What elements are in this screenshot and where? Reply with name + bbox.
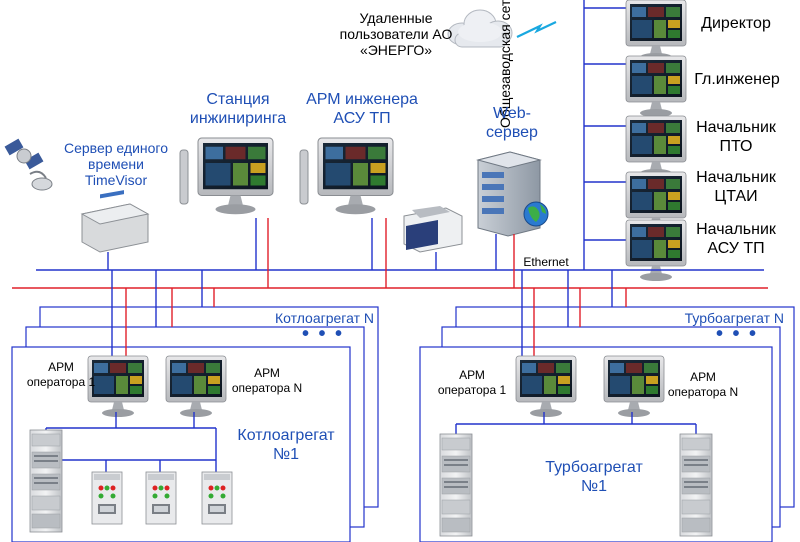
globe-icon [523,201,549,227]
user-chief-engineer-label: Гл.инженер [694,71,780,88]
web-server-label: Web- сервер [486,105,538,141]
engineer-workstation-icon [299,137,394,215]
turbine-unit-label: Турбоагрегат №1 [545,459,643,495]
boiler-unit-label: Котлоагрегат №1 [237,427,335,463]
user-head-asutp-label: Начальник АСУ ТП [696,221,776,257]
user-director-label: Директор [701,15,771,32]
monitor-head-pto-icon [625,115,687,178]
monitor-head-asutp-icon [625,219,687,282]
turbine-more-indicator: • • • [715,323,759,345]
printer-icon [403,206,463,253]
time-server-icon [80,190,150,270]
ethernet-label: Ethernet [523,255,569,269]
engineer-workstation-label: АРМ инженера АСУ ТП [306,91,418,127]
boiler-group-label: Котлоагрегат N [274,310,374,326]
wireless-link-icon [516,21,557,38]
boiler-cabinet-icon [29,429,63,533]
user-head-ctai-label: Начальник ЦТАИ [696,169,776,205]
monitor-director-icon [625,0,687,62]
boiler-panel-1-icon [91,471,123,525]
satellite-icon [4,138,53,191]
turbine-cabinet-left-icon [439,433,473,537]
boiler-panel-3-icon [201,471,233,525]
engineering-station-label: Станция инжиниринга [189,91,287,127]
remote-users-label: Удаленные пользователи АО «ЭНЕРГО» [339,10,453,58]
monitor-chief-engineer-icon [625,55,687,118]
boiler-panel-2-icon [145,471,177,525]
time-server-label: Сервер единого времени TimeVisor [64,140,168,188]
turbine-cabinet-right-icon [679,433,713,537]
engineering-station-icon [179,137,274,215]
boiler-operator-1-label: АРМ оператора 1 [26,360,96,389]
boiler-more-indicator: • • • [301,323,345,345]
boiler-operator-n-label: АРМ оператора N [231,366,303,395]
cloud-icon [447,9,513,48]
user-head-pto-label: Начальник ПТО [696,119,776,155]
turbine-operator-n-label: АРМ оператора N [667,370,739,399]
turbine-operator-1-label: АРМ оператора 1 [437,368,507,397]
turbine-group-label: Турбоагрегат N [684,310,784,326]
